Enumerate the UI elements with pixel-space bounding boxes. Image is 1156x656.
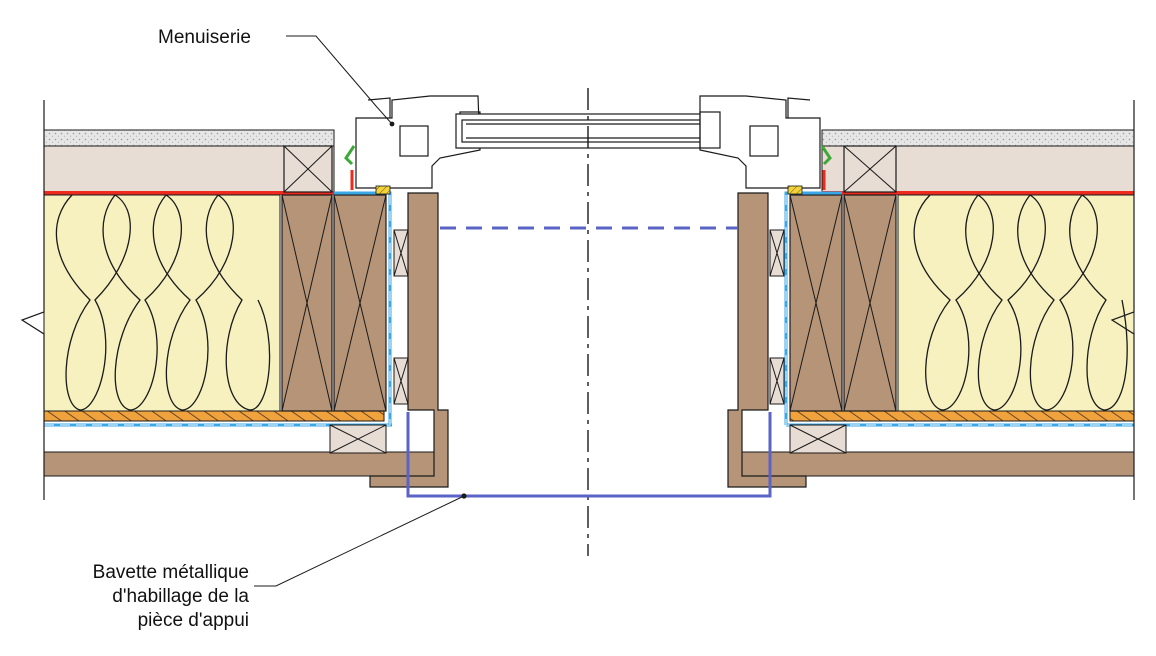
right-wall bbox=[727, 100, 1135, 500]
right-hatched-batten bbox=[789, 410, 1135, 422]
right-insulation bbox=[897, 194, 1135, 412]
bavette-leader-line bbox=[254, 495, 465, 587]
bavette-label-line-2: d'habillage de la bbox=[112, 586, 249, 607]
right-green-seal bbox=[820, 145, 832, 166]
right-yellow-seal bbox=[787, 185, 803, 195]
right-interior-board bbox=[739, 451, 1135, 477]
bavette-label: Bavette métallique d'habillage de la piè… bbox=[62, 561, 249, 633]
right-frame-profile bbox=[699, 95, 821, 189]
left-break-symbol bbox=[20, 100, 45, 500]
right-break-symbol bbox=[1110, 100, 1135, 500]
menuiserie-label: Menuiserie bbox=[158, 27, 251, 48]
bavette-label-line-3: pièce d'appui bbox=[137, 610, 249, 631]
left-hatched-batten bbox=[43, 410, 385, 422]
left-green-seal bbox=[344, 145, 356, 166]
right-insulation-wool-pattern bbox=[913, 194, 1128, 411]
bavette-label-line-1: Bavette métallique bbox=[92, 562, 249, 583]
right-exterior-finish bbox=[821, 129, 1135, 147]
right-sill-lining bbox=[727, 192, 807, 488]
left-sill-lining bbox=[369, 192, 449, 488]
left-wall bbox=[20, 100, 449, 500]
left-yellow-seal bbox=[375, 185, 391, 195]
left-insulation bbox=[43, 194, 281, 412]
left-exterior-finish bbox=[43, 129, 335, 147]
left-interior-board bbox=[43, 451, 435, 477]
metal-flashing-bavette bbox=[406, 412, 772, 498]
menuiserie-leader-line bbox=[286, 35, 393, 125]
left-insulation-wool-pattern bbox=[55, 194, 271, 411]
